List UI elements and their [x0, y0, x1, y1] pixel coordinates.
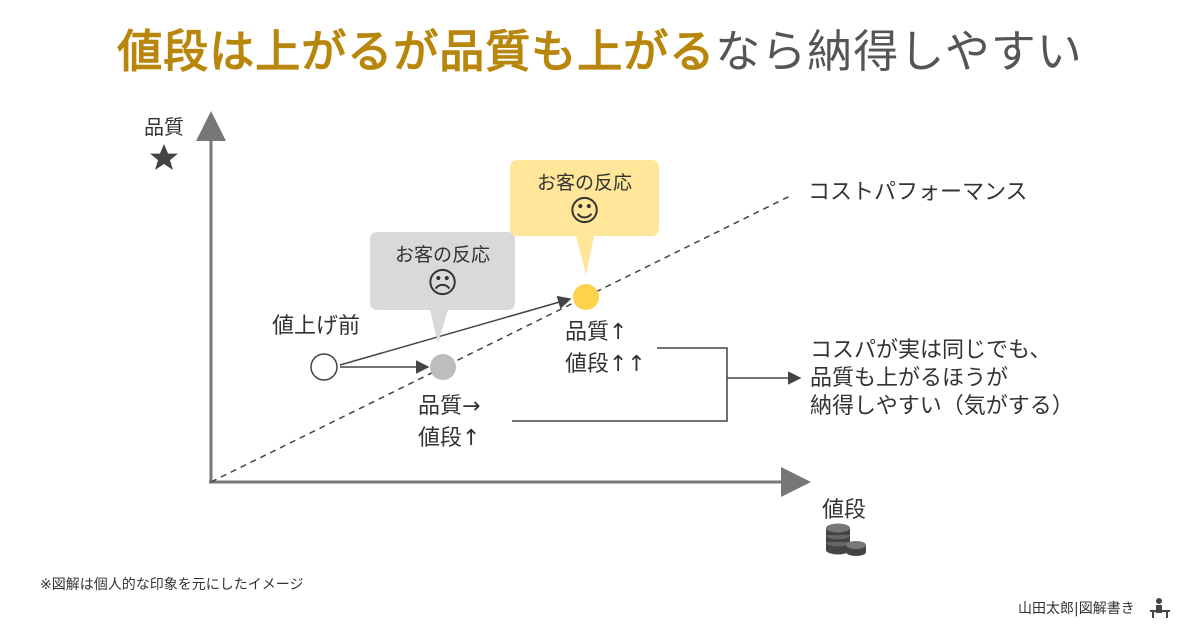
person-at-desk-icon: [1150, 598, 1170, 618]
smile-face-icon: ☺: [568, 194, 601, 229]
yellow-point: [573, 284, 599, 310]
yellow-bubble-text: お客の反応: [536, 172, 632, 194]
x-axis-label: 値段: [822, 498, 867, 523]
cost-performance-label: コストパフォーマンス: [808, 180, 1028, 205]
yellow-point-label-1: 品質↑: [565, 320, 628, 345]
gray-bubble: [370, 232, 515, 343]
conclusion-line-3: 納得しやすい（気がする）: [810, 394, 1074, 419]
cost-performance-line: [210, 195, 791, 483]
gray-point: [430, 354, 456, 380]
coins-icon: [826, 523, 866, 556]
before-point: [310, 353, 338, 381]
conclusion-line-1: コスパが実は同じでも、: [810, 338, 1052, 363]
gray-point-label-2: 値段↑: [418, 426, 481, 451]
arrow-to-yellow: [339, 295, 572, 366]
page-title: 値段は上がるが品質も上がるなら納得しやすい: [0, 22, 1200, 82]
conclusion-line-2: 品質も上がるほうが: [810, 366, 1009, 391]
star-icon: [150, 144, 178, 170]
sad-face-icon: ☹: [426, 266, 459, 301]
title-rest: なら納得しやすい: [715, 25, 1083, 78]
bracket-connector: [512, 347, 728, 422]
credit: 山田太郎|図解書き: [1018, 601, 1135, 617]
title-highlight: 値段は上がるが品質も上がる: [117, 25, 716, 78]
gray-point-label-1: 品質→: [418, 394, 481, 419]
y-axis-label: 品質: [144, 115, 184, 139]
yellow-bubble: [510, 160, 659, 275]
footnote: ※図解は個人的な印象を元にしたイメージ: [40, 577, 304, 593]
gray-bubble-text: お客の反応: [394, 244, 490, 266]
yellow-point-label-2: 値段↑↑: [565, 352, 646, 377]
before-point-label: 値上げ前: [272, 314, 361, 339]
